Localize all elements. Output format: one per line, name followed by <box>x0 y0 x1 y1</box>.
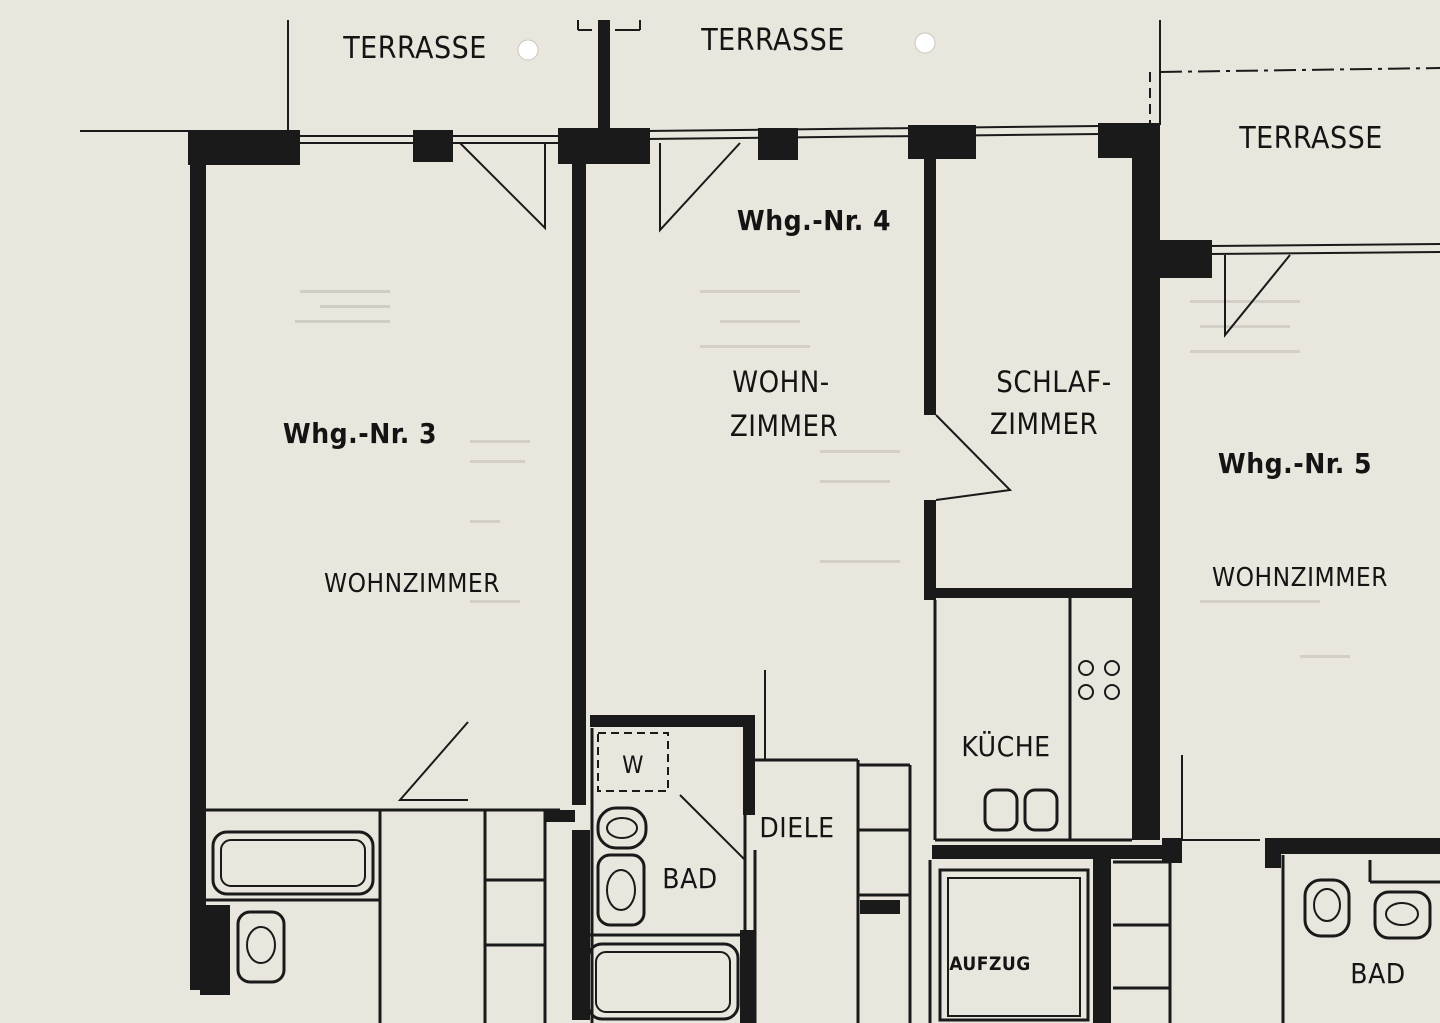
washer-label: W <box>622 751 644 779</box>
unit-4-label: Whg.-Nr. 4 <box>737 204 891 237</box>
kitchen-label: KÜCHE <box>961 729 1050 763</box>
terrace-left-label: TERRASSE <box>342 31 487 66</box>
punch-hole-left <box>517 39 539 61</box>
room-labels: TERRASSE TERRASSE TERRASSE Whg.-Nr. 3 Wh… <box>283 23 1405 990</box>
terrace-right-label: TERRASSE <box>1238 121 1383 156</box>
hall-label: DIELE <box>759 811 834 844</box>
bedroom-4-line1: SCHLAF- <box>996 365 1111 399</box>
terrace-lines <box>80 20 1440 132</box>
unit-5-label: Whg.-Nr. 5 <box>1218 447 1372 480</box>
terrace-center-label: TERRASSE <box>700 23 845 58</box>
living-room-3-label: WOHNZIMMER <box>324 569 500 599</box>
bathroom-4-label: BAD <box>662 862 717 895</box>
elevator-label: AUFZUG <box>949 953 1031 975</box>
door-swings <box>397 142 1291 863</box>
unit-3-label: Whg.-Nr. 3 <box>283 417 437 450</box>
living-room-4-line2: ZIMMER <box>730 409 838 443</box>
living-room-4-line1: WOHN- <box>732 365 829 399</box>
walls <box>188 20 1440 1023</box>
living-room-5-label: WOHNZIMMER <box>1212 563 1388 593</box>
fixtures <box>211 660 1432 1022</box>
bathroom-5-label: BAD <box>1350 957 1405 990</box>
bleed-through-text <box>295 290 1350 658</box>
bedroom-4-line2: ZIMMER <box>990 407 1098 441</box>
punch-hole-right <box>914 32 936 54</box>
interior-lines <box>206 598 1440 1023</box>
